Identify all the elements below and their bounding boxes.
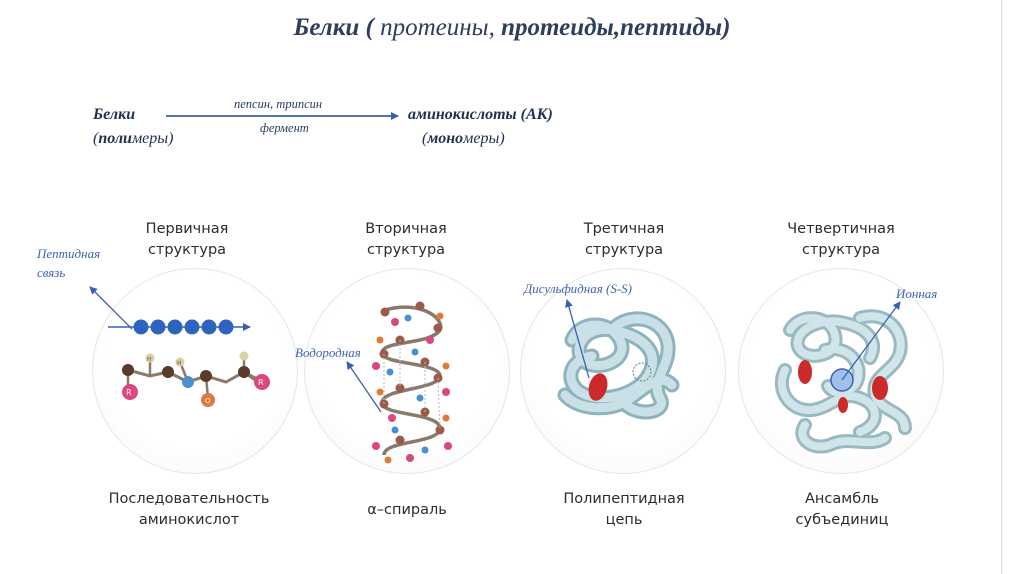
reaction-right-word: аминокислоты (АК) [408,106,553,123]
disulfide-bond-pointer [565,299,590,379]
hydrogen-bond-label: Водородная [295,345,361,360]
quaternary-ensemble-icon [774,309,912,454]
page-title: Белки ( протеины, протеиды,пептиды) [293,14,731,41]
peptide-bond-pointer [89,286,133,330]
svg-text:R: R [258,378,264,387]
ionic-bond-pointer [841,301,901,381]
reaction-right-sub: (мономеры) [422,130,505,147]
svg-text:O: O [205,397,211,405]
svg-text:H: H [147,356,152,363]
peptide-chain-icon: R R O H H [108,319,270,407]
disulfide-bond-label: Дисульфидная (S-S) [524,281,632,296]
enzyme-label: фермент [260,121,309,135]
svg-text:R: R [126,388,132,397]
reaction-left-sub: (полимеры) [93,130,174,147]
ionic-bond-label: Ионная [896,286,938,301]
slide-frame-line [1001,0,1002,574]
tertiary-fold-icon [557,311,680,420]
tertiary-structure-circle [520,268,726,474]
hydrogen-bond-pointer [346,361,382,413]
reaction-left-word: Белки [93,106,136,123]
svg-text:H: H [177,360,182,367]
alpha-helix-icon [372,301,452,464]
secondary-structure-caption: α–спираль [367,502,447,518]
enzyme-names: пепсин, трипсин [234,97,323,111]
secondary-structure-circle [304,268,510,474]
